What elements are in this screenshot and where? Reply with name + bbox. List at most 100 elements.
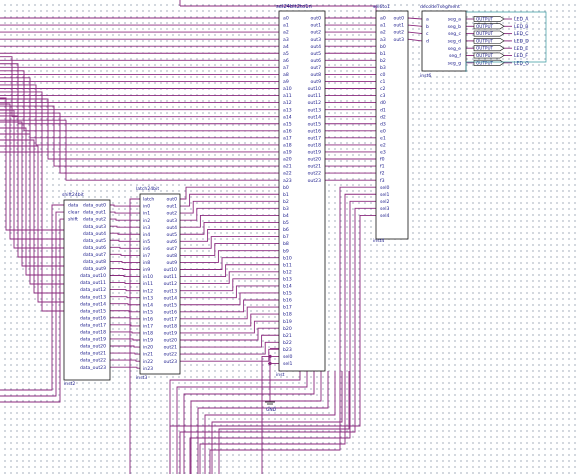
sel-pin-a13: a13 (283, 107, 292, 113)
sel-pin-a10: a10 (283, 86, 292, 92)
latch-pin-in5: in5 (143, 239, 150, 245)
sel-pin-out21: out21 (308, 164, 321, 170)
sel-pin-a1: a1 (283, 23, 289, 29)
shift-pin-data_out0: data_out0 (83, 203, 106, 209)
sel-pin-b18: b18 (283, 312, 292, 318)
wire-latch-out (180, 229, 279, 242)
output-pin-box (473, 59, 505, 66)
latch-pin-out23: out23 (164, 359, 177, 365)
sel-pin-b5: b5 (283, 220, 289, 226)
wire-bottom (218, 371, 350, 474)
sel-pin-b12: b12 (283, 269, 292, 275)
wire-shift-out (110, 296, 140, 299)
wire-shift-out (110, 253, 140, 256)
shift-pin-shift: shift (68, 217, 78, 223)
wire-shift-out (110, 232, 140, 235)
dec-pin-seg_c: seg_c (448, 32, 461, 37)
output-kind: OUTPUT (476, 31, 494, 36)
sel-pin-out8: out8 (311, 72, 322, 78)
wire-latch-out (180, 334, 279, 348)
sel-pin-a4: a4 (283, 44, 289, 50)
sel-pin-out23: out23 (308, 178, 321, 184)
latch-pin-in7: in7 (143, 253, 150, 259)
wire-sel-a (0, 91, 279, 153)
sel-pin-a17: a17 (283, 135, 292, 141)
dec-inst: inst6 (420, 73, 431, 79)
latch-pin-in19: in19 (143, 338, 153, 344)
sel-pin-a2: a2 (283, 30, 289, 36)
sel6-pin-b1: b1 (380, 51, 386, 57)
sel-pin-b19: b19 (283, 319, 292, 325)
sel6-pin-sel2: sel2 (380, 199, 389, 205)
latch-pin-out14: out14 (164, 295, 177, 301)
wire-bottom (197, 371, 329, 474)
sel-pin-a9: a9 (283, 79, 289, 85)
latch-pin-in14: in14 (143, 302, 153, 308)
shift-pin-data_out21: data_out21 (80, 351, 106, 357)
latch-pin-in0: in0 (143, 204, 150, 210)
sel6-pin-d3: d3 (380, 121, 386, 127)
block-decode7segment[interactable]: decode7segment inst6 abcdseg_aseg_bseg_c… (420, 4, 467, 79)
output-group-frame (465, 11, 547, 72)
sel-pin-b3: b3 (283, 206, 289, 212)
latch-pin-in6: in6 (143, 246, 150, 252)
wire-sel-a (0, 98, 279, 160)
latch-pin-out11: out11 (164, 274, 177, 280)
output-name-LED_B: LED_B (514, 24, 528, 30)
sel-pin-out6: out6 (311, 58, 322, 64)
sel6-pin-e3: e3 (380, 150, 386, 156)
latch-pin-in16: in16 (143, 316, 153, 322)
wire-bottom (176, 371, 308, 474)
latch-pin-out5: out5 (167, 232, 178, 238)
wire-bottom (190, 371, 322, 474)
sel-pin-out17: out17 (308, 135, 321, 141)
wire-shift-out (110, 239, 140, 242)
sel6-pin-out2: out2 (394, 30, 405, 36)
sel6-pin-a0: a0 (380, 16, 386, 22)
wire-shift-out (110, 260, 140, 263)
wire-shift-out (110, 352, 140, 355)
wire-shift-out (110, 310, 140, 313)
shift-pin-clear: clear (68, 210, 79, 216)
sel-title: sel24bit2to1n (276, 4, 312, 10)
latch-pin-out20: out20 (164, 338, 177, 344)
latch-pin-out4: out4 (167, 225, 178, 231)
wire-latch-out (180, 264, 279, 277)
sel6-pin-a2: a2 (380, 30, 386, 36)
latch-pin-in12: in12 (143, 288, 153, 294)
latch-pin-in13: in13 (143, 295, 153, 301)
output-name-LED_D: LED_D (514, 39, 529, 45)
dec-pin-a: a (426, 18, 429, 23)
sel6-pin-sel0: sel0 (380, 185, 389, 191)
sel-pin-a14: a14 (283, 114, 292, 120)
latch-pin-in8: in8 (143, 260, 150, 266)
shift-pin-data_out9: data_out9 (83, 266, 106, 272)
wire-left-fan (0, 139, 64, 294)
shift-pin-data_out6: data_out6 (83, 245, 106, 251)
sel-pin-a3: a3 (283, 37, 289, 43)
wire-shift-out (110, 268, 140, 270)
wire-shift-out (110, 225, 140, 228)
output-name-LED_C: LED_C (514, 31, 529, 37)
sel6-pin-c2: c2 (380, 86, 386, 92)
sel-pin-b8: b8 (283, 241, 289, 247)
latch-pin-out15: out15 (164, 302, 177, 308)
sel-pin-out13: out13 (308, 107, 321, 113)
wire-latch-out (180, 341, 279, 355)
wire-sel6-sel (209, 186, 376, 474)
wire-latch-out (180, 236, 279, 249)
latch-pin-out13: out13 (164, 288, 177, 294)
sel-pin-out4: out4 (311, 44, 322, 50)
wire-left-fan (0, 103, 64, 240)
wire-sel6-sel (179, 207, 376, 474)
sel6-pin-b2: b2 (380, 58, 386, 64)
latch-pin-in20: in20 (143, 345, 153, 351)
wire-latch-out (180, 348, 279, 362)
shift-inst: inst2 (64, 381, 75, 387)
